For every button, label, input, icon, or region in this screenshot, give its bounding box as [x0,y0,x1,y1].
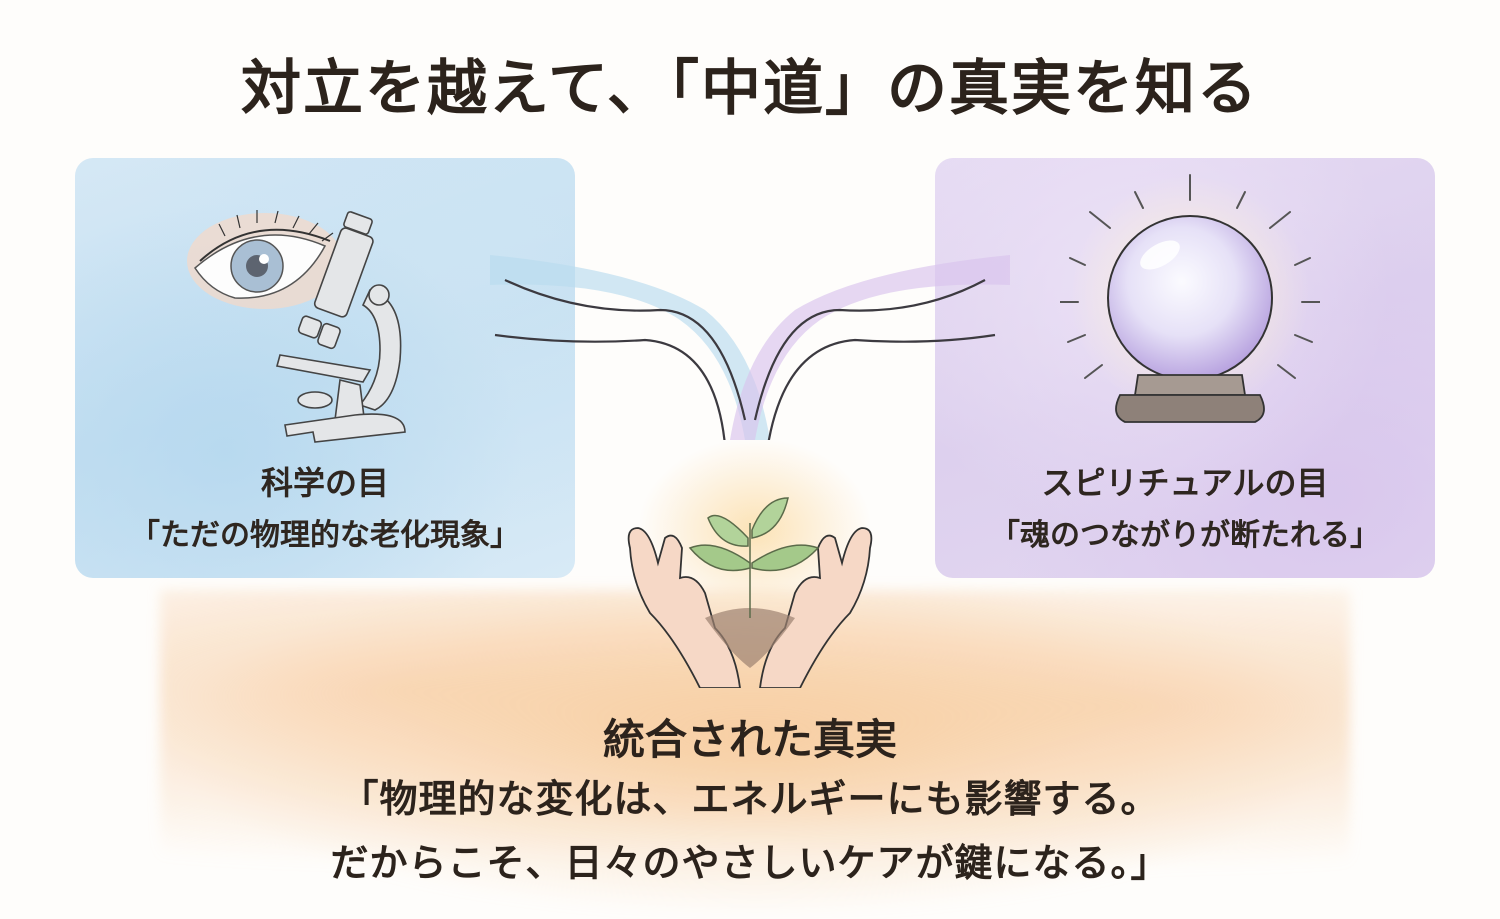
hands-holding-sprout-icon [627,497,873,688]
science-heading: 科学の目 [260,464,389,502]
integrated-heading: 統合された真実 [602,715,897,764]
spiritual-quote: 「魂のつながりが断たれる」 [990,518,1380,553]
crystal-ball-icon [1060,174,1320,423]
spiritual-heading: スピリチュアルの目 [1041,464,1329,502]
microscope-icon [275,211,406,443]
integrated-line-2: だからこそ、日々のやさしいケアが鍵になる。」 [330,841,1170,885]
spiritual-panel: スピリチュアルの目 「魂のつながりが断たれる」 [935,158,1435,578]
science-panel: 科学の目 「ただの物理的な老化現象」 [75,158,575,578]
page-title: 対立を越えて、「中道」の真実を知る [241,54,1259,124]
science-quote: 「ただの物理的な老化現象」 [130,518,520,553]
integrated-line-1: 「物理的な変化は、エネルギーにも影響する。 [340,777,1160,821]
converging-streams [490,255,1010,440]
eye-icon [187,210,343,309]
